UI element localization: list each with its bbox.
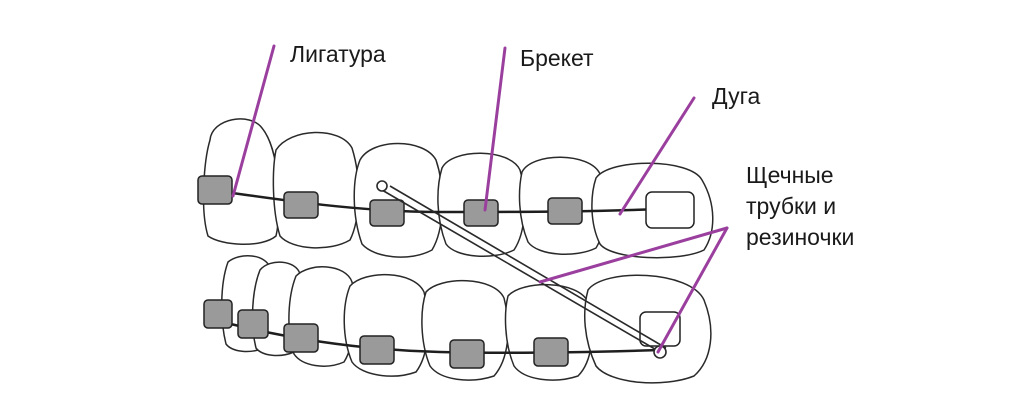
bracket (237, 309, 269, 339)
cheek-tubes-label: Щечные трубки и резиночки (746, 160, 854, 253)
leader-cheek-upper (538, 226, 729, 284)
lower-tooth-5 (421, 280, 509, 381)
lower-brackets (203, 299, 681, 369)
bracket (203, 299, 233, 329)
bracket (533, 337, 569, 367)
cheek-tube-upper (645, 191, 695, 229)
leader-archwire (618, 96, 696, 216)
cheek-tube-lower (639, 311, 681, 347)
leader-bracket (483, 46, 507, 212)
bracket (283, 323, 319, 353)
bracket (283, 191, 319, 219)
upper-tooth-2 (272, 131, 360, 249)
bracket (547, 197, 583, 225)
leader-cheek-lower (656, 226, 729, 354)
leader-lines (231, 44, 729, 354)
bracket (359, 335, 395, 365)
cheek-tubes-line-3: резиночки (746, 224, 855, 250)
cheek-tubes-line-2: трубки и (746, 193, 837, 219)
bracket (369, 199, 405, 227)
elastic (376, 180, 667, 359)
leader-ligature (231, 44, 276, 198)
bracket (197, 175, 233, 205)
bracket (463, 199, 499, 227)
lower-archwire (207, 316, 661, 355)
bracket (449, 339, 485, 369)
upper-tooth-1 (202, 118, 280, 245)
bracket-label: Брекет (520, 45, 594, 71)
ligature-label: Лигатура (290, 41, 386, 67)
cheek-tubes-line-1: Щечные (746, 162, 834, 188)
upper-archwire (197, 186, 681, 214)
archwire-label: Дуга (712, 83, 761, 109)
upper-brackets (197, 175, 695, 229)
